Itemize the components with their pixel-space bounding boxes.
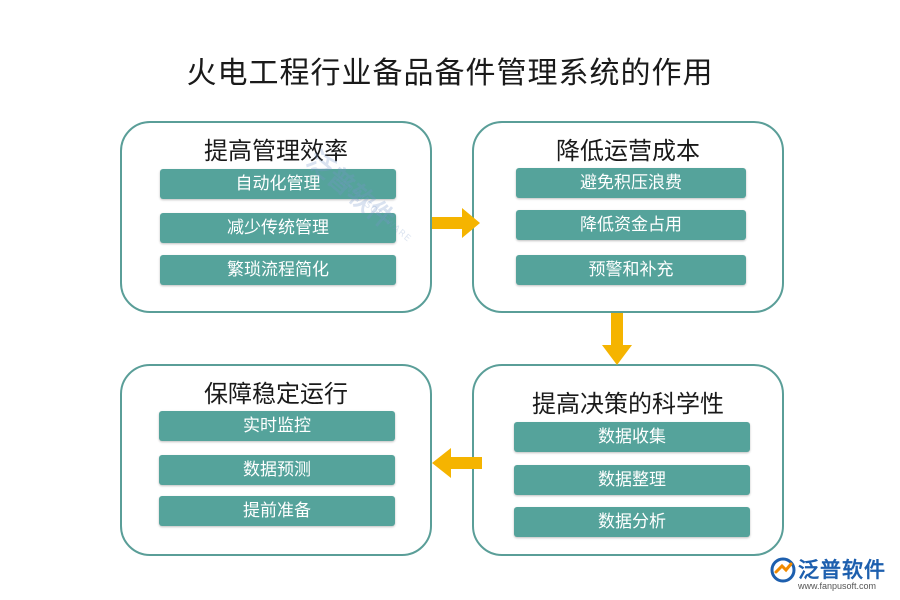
panel-efficiency: 提高管理效率 自动化管理 减少传统管理 繁琐流程简化 [120,121,432,313]
brand-logo: 泛普软件 www.fanpusoft.com [770,552,895,594]
item-automated-management: 自动化管理 [160,169,396,199]
arrow-right-icon [432,208,480,238]
logo-name: 泛普软件 [798,558,886,582]
item-reduce-capital: 降低资金占用 [516,210,746,240]
item-reduce-traditional: 减少传统管理 [160,213,396,243]
panel-efficiency-title: 提高管理效率 [204,137,348,165]
item-advance-preparation: 提前准备 [159,496,395,526]
item-warning-replenish: 预警和补充 [516,255,746,285]
item-data-organization: 数据整理 [514,465,750,495]
fanpu-logo-icon [770,557,796,583]
arrow-left-icon [432,448,482,478]
diagram-title: 火电工程行业备品备件管理系统的作用 [186,56,714,91]
panel-cost: 降低运营成本 避免积压浪费 降低资金占用 预警和补充 [472,121,784,313]
item-simplify-process: 繁琐流程简化 [160,255,396,285]
panel-decision: 提高决策的科学性 数据收集 数据整理 数据分析 [472,364,784,556]
arrow-down-icon [602,313,632,365]
item-data-collection: 数据收集 [514,422,750,452]
item-data-prediction: 数据预测 [159,455,395,485]
item-data-analysis: 数据分析 [514,507,750,537]
panel-cost-title: 降低运营成本 [556,137,700,165]
item-avoid-waste: 避免积压浪费 [516,168,746,198]
panel-stability-title: 保障稳定运行 [204,380,348,408]
item-realtime-monitoring: 实时监控 [159,411,395,441]
panel-stability: 保障稳定运行 实时监控 数据预测 提前准备 [120,364,432,556]
panel-decision-title: 提高决策的科学性 [532,390,724,418]
logo-url: www.fanpusoft.com [798,581,877,591]
